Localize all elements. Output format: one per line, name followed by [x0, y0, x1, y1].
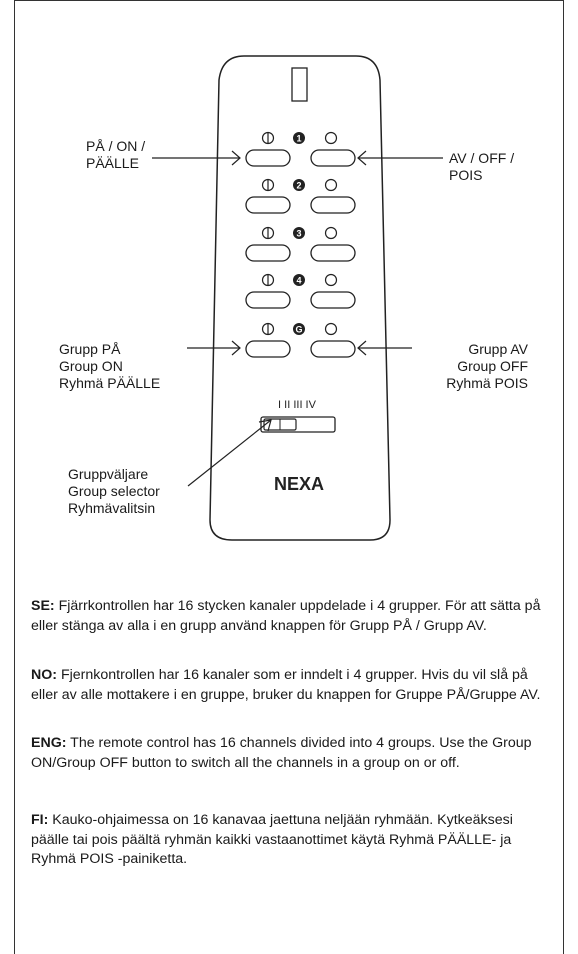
on-button[interactable] — [245, 196, 291, 214]
selector-marks: I II III IV — [278, 399, 317, 411]
text: Fjernkontrollen har 16 kanaler som er in… — [31, 667, 541, 703]
remote-body — [209, 55, 391, 541]
channel-badge — [293, 274, 305, 286]
tag: FI: — [31, 812, 49, 828]
channel-number: 2 — [296, 181, 301, 191]
brand-logo: NEXA — [274, 474, 324, 494]
tag: SE: — [31, 598, 55, 614]
off-button[interactable] — [310, 196, 356, 214]
text: Fjärrkontrollen har 16 stycken kanaler u… — [31, 598, 541, 634]
tag: NO: — [31, 667, 58, 683]
channel-badge — [293, 132, 305, 144]
group-selector-label: Gruppväljare Group selector Ryhmävalitsi… — [68, 466, 160, 516]
off-indicator-icon — [324, 226, 338, 240]
paragraph-no: NO: Fjernkontrollen har 16 kanaler som e… — [31, 666, 551, 705]
on-button[interactable] — [245, 291, 291, 309]
remote-diagram: 1 2 3 4G I II III IV NEXA — [152, 55, 443, 541]
on-label: PÅ / ON / PÄÄLLE — [86, 138, 146, 171]
off-button[interactable] — [310, 244, 356, 262]
channel-badge — [293, 179, 305, 191]
channel-number: 1 — [296, 134, 301, 144]
paragraph-fi: FI: Kauko-ohjaimessa on 16 kanavaa jaett… — [31, 811, 551, 870]
off-indicator-icon — [324, 178, 338, 192]
off-indicator-icon — [324, 322, 338, 336]
text: The remote control has 16 channels divid… — [31, 735, 532, 771]
off-indicator-icon — [324, 273, 338, 287]
tag: ENG: — [31, 735, 67, 751]
group-off-label: Grupp AV Group OFF Ryhmä POIS — [446, 341, 528, 391]
off-label: AV / OFF / POIS — [449, 150, 515, 183]
channel-number: G — [295, 325, 302, 335]
led-window — [291, 67, 308, 102]
text: Kauko-ohjaimessa on 16 kanavaa jaettuna … — [31, 812, 513, 867]
paragraph-eng: ENG: The remote control has 16 channels … — [31, 734, 551, 773]
off-indicator-icon — [324, 131, 338, 145]
channel-number: 3 — [296, 229, 301, 239]
channel-number: 4 — [296, 276, 301, 286]
channel-badge — [293, 323, 305, 335]
group-on-button[interactable] — [245, 340, 291, 358]
group-on-label: Grupp PÅ Group ON Ryhmä PÄÄLLE — [59, 341, 161, 391]
off-button[interactable] — [310, 291, 356, 309]
on-button[interactable] — [245, 149, 291, 167]
on-button[interactable] — [245, 244, 291, 262]
off-button[interactable] — [310, 149, 356, 167]
paragraph-se: SE: Fjärrkontrollen har 16 stycken kanal… — [31, 597, 551, 636]
channel-badge — [293, 227, 305, 239]
group-off-button[interactable] — [310, 340, 356, 358]
page-frame — [14, 0, 564, 954]
